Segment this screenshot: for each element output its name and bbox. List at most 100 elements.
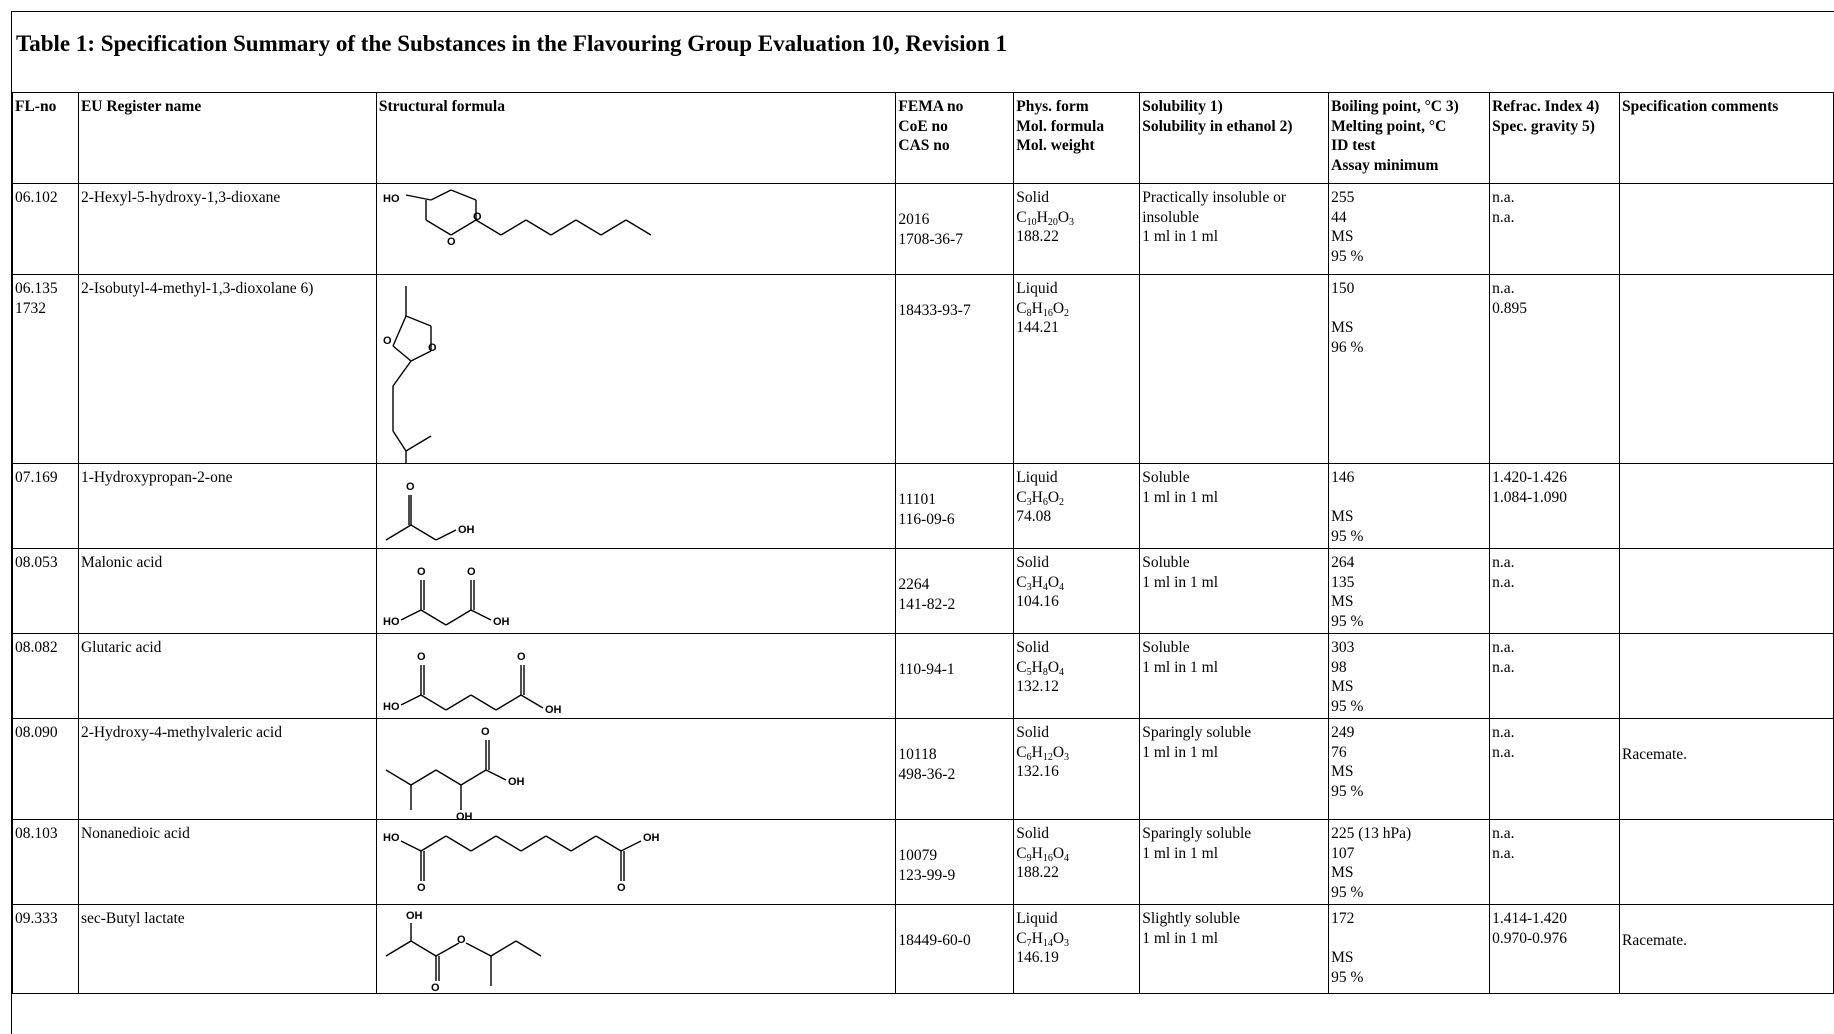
solubility: Soluble bbox=[1142, 554, 1190, 571]
atom-label: OH bbox=[406, 910, 423, 922]
molecular-formula: C3H4O4 bbox=[1016, 573, 1065, 593]
chemical-bond bbox=[420, 609, 447, 626]
id-test: MS bbox=[1331, 508, 1354, 525]
atom-label: O bbox=[481, 726, 490, 738]
eu-register-name-cell: Malonic acid bbox=[77, 548, 377, 634]
atom-label: O bbox=[406, 481, 415, 493]
chemical-bond bbox=[435, 769, 462, 786]
header-structural-formula: Structural formula bbox=[375, 92, 897, 184]
page-top-rule bbox=[11, 11, 1834, 12]
header-physical-form: Phys. form Mol. formula Mol. weight bbox=[1013, 92, 1141, 184]
physical-form: Liquid bbox=[1016, 469, 1058, 486]
solubility-in-ethanol: 1 ml in 1 ml bbox=[1142, 844, 1219, 862]
id-test: MS bbox=[1331, 678, 1354, 695]
structural-formula-drawing: OO bbox=[383, 286, 437, 463]
boiling-point: 146 bbox=[1331, 469, 1355, 486]
melting-point bbox=[1331, 488, 1487, 508]
coe-number: 2016 bbox=[898, 211, 930, 228]
boiling-point: 255 bbox=[1331, 189, 1355, 206]
chemical-bond bbox=[435, 942, 460, 957]
eu-register-name-cell: 2-Isobutyl-4-methyl-1,3-dioxolane 6) bbox=[77, 274, 377, 464]
cas-number: 110-94-1 bbox=[898, 661, 955, 678]
chemical-bond bbox=[405, 435, 432, 452]
chemical-bond bbox=[405, 315, 432, 327]
refractive-index: n.a. bbox=[1492, 724, 1515, 741]
solubility: Practically insoluble or insoluble bbox=[1142, 189, 1286, 226]
refractive-index: n.a. bbox=[1492, 280, 1515, 297]
melting-point bbox=[1331, 929, 1487, 949]
refractive-index: 1.414-1.420 bbox=[1492, 910, 1567, 927]
physical-form: Liquid bbox=[1016, 910, 1058, 927]
refractive-index: n.a. bbox=[1492, 189, 1515, 206]
fl-no: 06.102 bbox=[15, 189, 58, 206]
eu-register-name-cell: Glutaric acid bbox=[77, 633, 377, 719]
chemical-bond bbox=[385, 524, 412, 541]
header-fl-no: FL-no bbox=[12, 92, 79, 184]
refractive-index: n.a. bbox=[1492, 554, 1515, 571]
chemical-bond bbox=[435, 529, 457, 541]
refractive-index: n.a. bbox=[1492, 825, 1515, 842]
eu-register-name: Glutaric acid bbox=[80, 639, 162, 656]
chemical-bond bbox=[450, 219, 477, 236]
solubility-in-ethanol: 1 ml in 1 ml bbox=[1142, 573, 1219, 591]
eu-register-name-cell: sec-Butyl lactate bbox=[77, 904, 377, 994]
eu-register-name-cell: 1-Hydroxypropan-2-one bbox=[77, 463, 377, 549]
page-left-rule bbox=[11, 11, 12, 1034]
solubility-in-ethanol: 1 ml in 1 ml bbox=[1142, 228, 1219, 245]
refractive-index-cell: n.a.n.a. bbox=[1489, 548, 1621, 634]
specification-comments-cell bbox=[1619, 819, 1834, 905]
cas-number: 141-82-2 bbox=[898, 595, 956, 613]
physical-form: Solid bbox=[1016, 189, 1050, 206]
solubility-cell: Soluble 1 ml in 1 ml bbox=[1139, 548, 1330, 634]
solubility: Slightly soluble bbox=[1142, 910, 1240, 927]
eu-register-name: 2-Hexyl-5-hydroxy-1,3-dioxane bbox=[80, 189, 281, 206]
header-fema-coe-cas: FEMA no CoE no CAS no bbox=[895, 92, 1015, 184]
eu-register-name: 2-Hydroxy-4-methylvaleric acid bbox=[80, 724, 282, 741]
fl-no-cell: 08.082 bbox=[12, 633, 79, 719]
fl-no-secondary: 1732 bbox=[15, 299, 46, 317]
molecular-formula: C3H6O2 bbox=[1016, 488, 1065, 508]
id-test: MS bbox=[1331, 864, 1354, 881]
structural-formula-drawing: OOH bbox=[385, 481, 474, 541]
eu-register-name: 2-Isobutyl-4-methyl-1,3-dioxolane 6) bbox=[80, 280, 314, 297]
chemical-bond bbox=[410, 940, 437, 957]
molecular-formula: C7H14O3 bbox=[1016, 929, 1070, 949]
solubility: Soluble bbox=[1142, 639, 1190, 656]
molecular-formula: C10H20O3 bbox=[1016, 208, 1075, 228]
molecular-weight: 104.16 bbox=[1016, 593, 1059, 610]
fl-no: 08.090 bbox=[15, 724, 58, 741]
atom-label: O bbox=[473, 211, 482, 223]
chemical-bond bbox=[400, 840, 422, 852]
chemical-bond bbox=[392, 430, 407, 452]
chemical-bond bbox=[410, 350, 432, 362]
atom-label: OH bbox=[456, 811, 473, 819]
fl-no-cell: 07.169 bbox=[12, 463, 79, 549]
chemical-bond bbox=[595, 835, 622, 852]
eu-register-name-cell: 2-Hexyl-5-hydroxy-1,3-dioxane bbox=[77, 183, 377, 275]
chemical-bond bbox=[470, 835, 497, 852]
specification-comments-cell: Racemate. bbox=[1619, 904, 1834, 994]
chemical-bond bbox=[392, 345, 412, 362]
eu-register-name-cell: 2-Hydroxy-4-methylvaleric acid bbox=[77, 718, 377, 820]
